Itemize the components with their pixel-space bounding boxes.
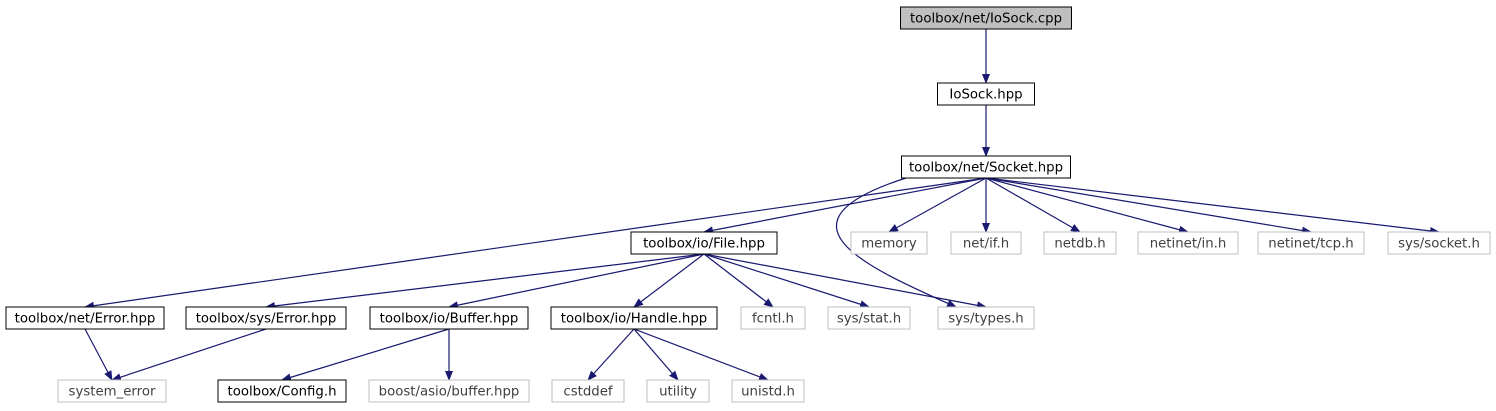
node-syssocket-label: sys/socket.h xyxy=(1398,237,1480,252)
node-buffer[interactable]: toolbox/io/Buffer.hpp xyxy=(369,306,529,330)
node-root-label: toolbox/net/IoSock.cpp xyxy=(910,12,1062,27)
node-neterror-label: toolbox/net/Error.hpp xyxy=(15,312,156,327)
node-buffer-label: toolbox/io/Buffer.hpp xyxy=(380,312,519,327)
node-unistd: unistd.h xyxy=(731,379,805,403)
node-syssocket: sys/socket.h xyxy=(1387,231,1491,255)
node-boostbuf: boost/asio/buffer.hpp xyxy=(368,379,530,403)
node-netinetin: netinet/in.h xyxy=(1137,231,1239,255)
node-memory-box xyxy=(850,231,928,255)
edge-socket-to-neterror xyxy=(84,177,987,310)
edge-socket-to-netinetin xyxy=(985,177,1189,234)
node-iosock-box xyxy=(937,82,1035,106)
node-systypes: sys/types.h xyxy=(937,306,1035,330)
edge-file-to-syserror xyxy=(265,253,705,310)
node-unistd-label: unistd.h xyxy=(741,385,795,400)
node-syserror-box xyxy=(185,306,347,330)
node-boostbuf-box xyxy=(368,379,530,403)
edge-file-to-systypes xyxy=(703,253,987,310)
node-fcntl-label: fcntl.h xyxy=(752,312,794,327)
edge-socket-to-syssocket xyxy=(985,177,1440,235)
edge-file-to-handle xyxy=(633,253,705,308)
edge-neterror-to-system_error xyxy=(84,328,113,381)
node-syserror-label: toolbox/sys/Error.hpp xyxy=(196,312,337,327)
node-cstddef: cstddef xyxy=(551,379,625,403)
node-boostbuf-label: boost/asio/buffer.hpp xyxy=(379,385,520,400)
node-file[interactable]: toolbox/io/File.hpp xyxy=(630,231,778,255)
node-config-box xyxy=(217,379,347,403)
node-config[interactable]: toolbox/Config.h xyxy=(217,379,347,403)
node-sysstat-box xyxy=(827,306,911,330)
node-cstddef-box xyxy=(551,379,625,403)
edge-syserror-to-system_error xyxy=(111,328,267,381)
node-neterror[interactable]: toolbox/net/Error.hpp xyxy=(5,306,165,330)
node-neterror-box xyxy=(5,306,165,330)
edge-socket-to-netinettcp xyxy=(985,177,1312,235)
node-sysstat: sys/stat.h xyxy=(827,306,911,330)
node-netdb-label: netdb.h xyxy=(1054,237,1105,252)
node-cstddef-label: cstddef xyxy=(563,385,613,400)
node-sysstat-label: sys/stat.h xyxy=(837,312,901,327)
edge-handle-to-unistd xyxy=(633,328,769,381)
node-fcntl: fcntl.h xyxy=(740,306,806,330)
node-netif-box xyxy=(950,231,1022,255)
node-netinetin-box xyxy=(1137,231,1239,255)
node-file-box xyxy=(630,231,778,255)
node-socket[interactable]: toolbox/net/Socket.hpp xyxy=(901,155,1071,179)
edge-handle-to-utility xyxy=(633,328,679,381)
node-root[interactable]: toolbox/net/IoSock.cpp xyxy=(900,6,1072,30)
edge-handle-to-cstddef xyxy=(587,328,635,381)
node-netinetin-label: netinet/in.h xyxy=(1150,237,1227,252)
node-handle-label: toolbox/io/Handle.hpp xyxy=(561,312,707,327)
node-config-label: toolbox/Config.h xyxy=(227,385,336,400)
node-memory: memory xyxy=(850,231,928,255)
node-netinettcp: netinet/tcp.h xyxy=(1257,231,1365,255)
node-handle[interactable]: toolbox/io/Handle.hpp xyxy=(550,306,718,330)
edge-file-to-sysstat xyxy=(703,253,870,309)
node-root-box xyxy=(900,6,1072,30)
edges-layer xyxy=(84,29,1440,382)
node-netinettcp-box xyxy=(1257,231,1365,255)
node-syserror[interactable]: toolbox/sys/Error.hpp xyxy=(185,306,347,330)
node-netif-label: net/if.h xyxy=(963,237,1009,252)
node-utility: utility xyxy=(646,379,710,403)
edge-socket-to-netdb xyxy=(985,177,1081,233)
node-systypes-label: sys/types.h xyxy=(948,312,1024,327)
node-systypes-box xyxy=(937,306,1035,330)
node-netinettcp-label: netinet/tcp.h xyxy=(1268,237,1353,252)
node-netdb-box xyxy=(1043,231,1117,255)
node-utility-label: utility xyxy=(659,385,697,400)
node-system_error: system_error xyxy=(57,379,167,403)
node-file-label: toolbox/io/File.hpp xyxy=(643,237,765,252)
node-socket-label: toolbox/net/Socket.hpp xyxy=(909,161,1063,176)
edge-buffer-to-config xyxy=(281,328,450,382)
node-unistd-box xyxy=(731,379,805,403)
node-netdb: netdb.h xyxy=(1043,231,1117,255)
edge-file-to-fcntl xyxy=(703,253,774,308)
edge-socket-to-file xyxy=(703,177,987,235)
node-handle-box xyxy=(550,306,718,330)
edge-socket-to-memory xyxy=(888,177,987,233)
node-system_error-label: system_error xyxy=(69,385,156,400)
node-socket-box xyxy=(901,155,1071,179)
node-fcntl-box xyxy=(740,306,806,330)
node-utility-box xyxy=(646,379,710,403)
node-system_error-box xyxy=(57,379,167,403)
node-syssocket-box xyxy=(1387,231,1491,255)
node-iosock-label: IoSock.hpp xyxy=(949,88,1022,103)
edge-socket-to-systypes xyxy=(835,177,957,308)
edge-file-to-buffer xyxy=(448,253,705,310)
node-netif: net/if.h xyxy=(950,231,1022,255)
node-buffer-box xyxy=(369,306,529,330)
node-memory-label: memory xyxy=(861,237,917,252)
node-iosock[interactable]: IoSock.hpp xyxy=(937,82,1035,106)
